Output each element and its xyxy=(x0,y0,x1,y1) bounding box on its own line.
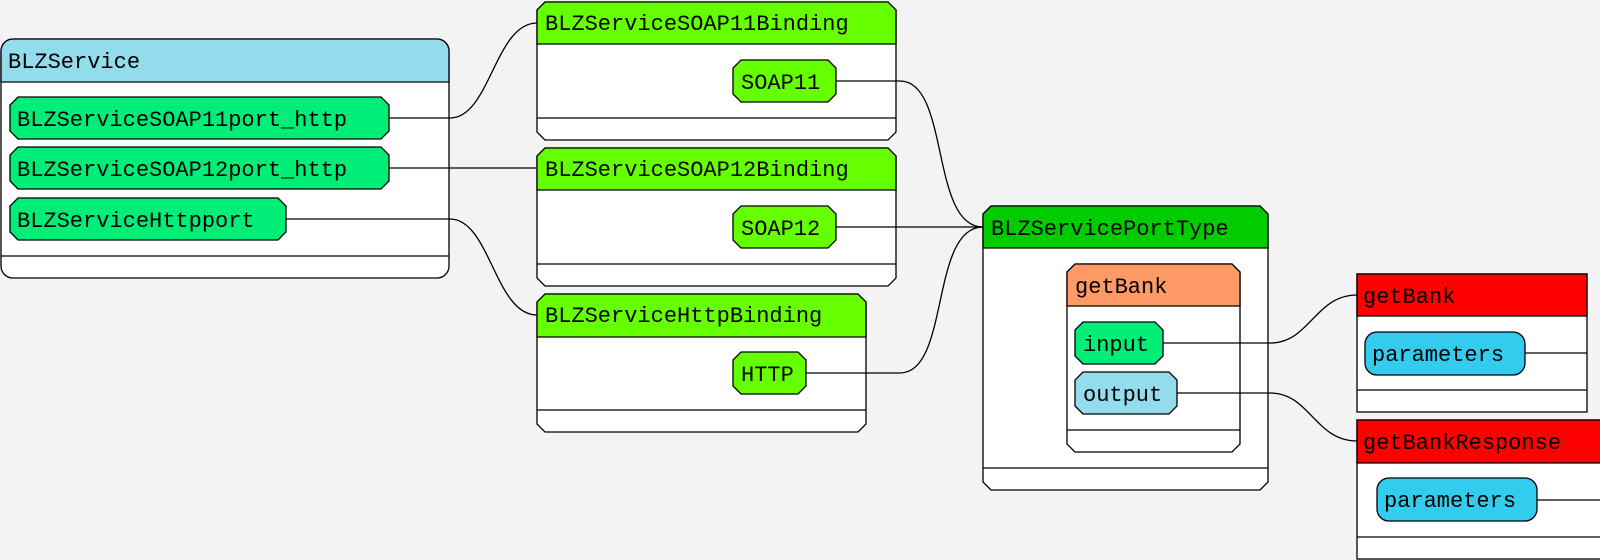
binding-tag[interactable]: SOAP12 xyxy=(732,205,837,249)
message-title: getBank xyxy=(1363,285,1455,310)
binding-node: BLZServiceHttpBinding HTTP xyxy=(536,293,867,433)
edges xyxy=(286,22,1600,501)
service-port[interactable]: BLZServiceHttpport xyxy=(9,197,287,241)
operation-input[interactable]: input xyxy=(1074,321,1164,365)
message-node: getBankResponse parameters xyxy=(1356,419,1600,560)
binding-title: BLZServiceSOAP12Binding xyxy=(545,158,849,183)
message-node: getBank parameters xyxy=(1356,273,1588,413)
message-part[interactable]: parameters xyxy=(1376,477,1538,522)
binding-tag-label: HTTP xyxy=(741,363,794,388)
service-port-label: BLZServiceSOAP11port_http xyxy=(17,108,347,133)
edge-output-to-message xyxy=(1177,392,1358,442)
operation-output-label: output xyxy=(1083,383,1162,408)
message-part-label: parameters xyxy=(1372,343,1504,368)
binding-tag-label: SOAP12 xyxy=(741,217,820,242)
port-type-node: BLZServicePortType getBank input output xyxy=(982,205,1269,491)
message-title: getBankResponse xyxy=(1363,431,1561,456)
binding-tag[interactable]: HTTP xyxy=(732,351,807,395)
message-part[interactable]: parameters xyxy=(1364,331,1526,376)
port-type-title: BLZServicePortType xyxy=(991,217,1229,242)
binding-node: BLZServiceSOAP12Binding SOAP12 xyxy=(536,147,897,287)
operation-title: getBank xyxy=(1075,275,1167,300)
edge-binding-to-porttype xyxy=(836,80,984,228)
binding-title: BLZServiceHttpBinding xyxy=(545,304,822,329)
operation-input-label: input xyxy=(1083,333,1149,358)
edge-input-to-message xyxy=(1163,294,1358,344)
binding-tag-label: SOAP11 xyxy=(741,71,820,96)
service-port[interactable]: BLZServiceSOAP12port_http xyxy=(9,146,390,190)
service-title: BLZService xyxy=(8,50,140,75)
service-port-label: BLZServiceHttpport xyxy=(17,209,255,234)
edge-port-to-binding xyxy=(389,22,538,119)
message-part-label: parameters xyxy=(1384,489,1516,514)
service-node: BLZService BLZServiceSOAP11port_http BLZ… xyxy=(0,38,450,279)
operation-node: getBank input output xyxy=(1066,263,1241,453)
service-port-label: BLZServiceSOAP12port_http xyxy=(17,158,347,183)
binding-title: BLZServiceSOAP11Binding xyxy=(545,12,849,37)
binding-tag[interactable]: SOAP11 xyxy=(732,59,837,103)
edge-binding-to-porttype xyxy=(806,226,984,374)
edge-port-to-binding xyxy=(286,218,538,316)
service-port[interactable]: BLZServiceSOAP11port_http xyxy=(9,96,390,140)
binding-node: BLZServiceSOAP11Binding SOAP11 xyxy=(536,1,897,141)
operation-output[interactable]: output xyxy=(1074,371,1178,415)
